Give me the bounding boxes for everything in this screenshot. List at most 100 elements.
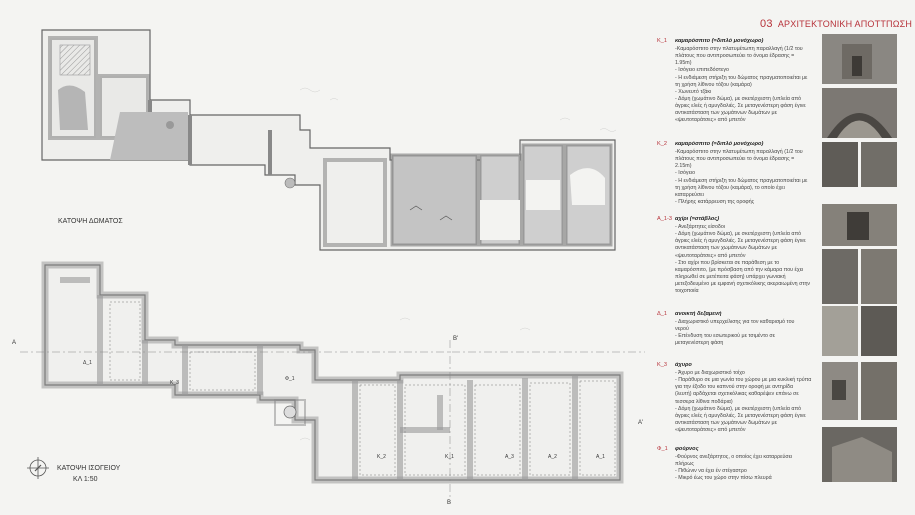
site-photo [822, 88, 897, 138]
description-line: - Δόμη (χωμάτινο δώμα), με σκετέρχεστη (… [675, 95, 802, 102]
site-photo [822, 362, 858, 420]
description-line: - Ισόγειο επιπεδόστεγο [675, 67, 729, 74]
description-line: αντικατάσταση των χωμάτινων δωμάτων με [675, 419, 777, 426]
description-line: - Άχυρο με διαχωριστικό τοίχο [675, 370, 745, 376]
section-title: ΑΡΧΙΤΕΚΤΟΝΙΚΗ ΑΠΟΤΤΠΩΣΗ [777, 19, 913, 29]
site-photo [822, 306, 858, 356]
description-line: πλήρως [675, 461, 694, 468]
description-line: - Ισόγειο [675, 170, 696, 177]
section-lines [20, 340, 645, 500]
description-line: - Δόμη (χωμάτινο δώμα), με σκετέρχεστη (… [675, 405, 802, 412]
description-line: άγριες ελιές ή αμυγδαλιές. Σε μεταγενέστ… [675, 412, 806, 419]
room-label: Α_1 [596, 454, 605, 460]
roof-plan-label: ΚΑΤΟΨΗ ΔΩΜΑΤΟΣ [58, 218, 123, 225]
section-marker-b: Β [447, 500, 452, 506]
section-number: 03 [760, 18, 773, 30]
description-lines: - Διαχωριστικό υπερχείλισης για τον καθα… [675, 319, 825, 348]
space-code: Κ_3 [657, 362, 667, 368]
description-lines: -Φούρνος ανεξάρτητος, ο οποίος έχει κατα… [675, 454, 825, 483]
description-line: άγριες ελιές ή αμυγδαλιές. Σε μεταγενέστ… [675, 103, 806, 110]
description-line: - Χωνευτό τζάκι [675, 88, 712, 95]
description-line: αντικατάσταση των χωμάτινων δωμάτων με [675, 110, 777, 117]
description-line: -Καμαρόσπιτο στην πλατυμέτωπη παραλλαγή … [675, 149, 803, 155]
site-photo [861, 306, 897, 356]
description-line: - Διαχωριστικό υπερχείλισης για τον καθα… [675, 319, 795, 325]
space-title: άχυρο [675, 362, 692, 368]
description-line: - Πιθώνιν να έχει έν στέγαστρο [675, 468, 747, 475]
description-line: πληρωθεί σε μετέπειτα φάση) υπάρχει γωνι… [675, 273, 786, 280]
description-line: τοιχοποιία [675, 288, 699, 295]
room-label: Κ_3 [170, 380, 179, 386]
space-title: καμαρόσπιτο (=διπλό μονόχωρο) [675, 38, 764, 44]
scale-label: ΚΛ 1:50 [73, 476, 98, 483]
space-code: Κ_2 [657, 141, 667, 147]
description-line: τεσσερα λίθινα ποδάρια) [675, 398, 733, 405]
description-line: - Πλήρης κατάρρευση της οροφής [675, 198, 755, 205]
room-label: Κ_2 [377, 454, 386, 460]
roof-plan [41, 29, 616, 251]
description-line: μεταγενέστερη φάση [675, 340, 724, 347]
description-line: -Φούρνος ανεξάρτητος, ο οποίος έχει κατα… [675, 454, 793, 460]
space-code: Α_1-3 [657, 216, 672, 222]
space-title: ανοικτή δεξαμενή [675, 311, 722, 317]
description-line: - Μικρό έως του χώρο στην πίσω πλευρά [675, 475, 772, 482]
description-line: «ψευτοταράτσες» από μπετόν [675, 427, 746, 434]
room-label: Α_3 [505, 454, 514, 460]
description-lines: - Ανεξάρτητες είσοδοι - Δόμη (χωμάτινο δ… [675, 224, 825, 295]
space-title: φούρνος [675, 446, 699, 452]
ground-plan [41, 261, 624, 484]
space-code: Δ_1 [657, 311, 667, 317]
description-lines: -Καμαρόσπιτο στην πλατυμέτωπη παραλλαγή … [675, 149, 825, 206]
description-line: τη χρήση λίθινου τόξου (καμάρα), το οποί… [675, 184, 785, 191]
description-line: μετεξοδευμένο με εμφανή σχετικόλικης ακε… [675, 281, 811, 288]
room-label: Δ_1 [83, 360, 92, 366]
ground-plan-label: ΚΑΤΟΨΗ ΙΣΟΓΕΙΟΥ [57, 465, 121, 472]
description-line: αντικατάσταση των χωμάτινων δωμάτων με [675, 245, 777, 252]
description-line: 1.95m) [675, 60, 692, 67]
space-title: αχίρι (=στάβλος) [675, 216, 720, 222]
site-photo [822, 249, 858, 304]
description-line: για την έξοδο του καπνού στην οροφή με α… [675, 384, 794, 391]
photo-strip [822, 34, 897, 494]
description-line: «ψευτοταράτσες» από μπετόν [675, 117, 746, 124]
description-line: - Δόμη (χωμάτινο δώμα), με σκετέρχεστη (… [675, 231, 802, 238]
description-lines: - Άχυρο με διαχωριστικό τοίχο - Παράθυρο… [675, 370, 825, 434]
site-photo [861, 362, 897, 420]
room-label: Κ_1 [445, 454, 454, 460]
description-line: «ψευτοταράτσες» από μπετόν [675, 252, 746, 259]
description-line: - Παράθυρο σε μια γωνία του χώρου με μια… [675, 377, 812, 384]
description-line: - Στο αχίρι που βρίσκεται σε παράθεση με… [675, 259, 780, 266]
space-title: καμαρόσπιτο (=διπλό μονόχωρο) [675, 141, 764, 147]
description-line: νερού [675, 326, 689, 333]
description-lines: -Καμαρόσπιτο στην πλατυμέτωπη παραλλαγή … [675, 46, 825, 125]
architectural-plans [20, 29, 645, 500]
site-photo [861, 142, 897, 187]
description-line: καμαρόσπιτο, (με πρόσβαση από την κάμαρα… [675, 266, 804, 273]
description-line: πλάτους που αντιπροσωπεύει το όνομα έδρα… [675, 53, 795, 60]
site-photo [861, 249, 897, 304]
description-line: τη χρήση λίθινου τόξου (καμάρα) [675, 81, 752, 88]
section-header: 03 ΑΡΧΙΤΕΚΤΟΝΙΚΗ ΑΠΟΤΤΠΩΣΗ [760, 18, 912, 30]
site-photo [822, 427, 897, 482]
description-line: καταρρεύσει [675, 191, 704, 198]
description-line: - Η ενδιάμεση στήριξη του δώματος πραγμα… [675, 177, 808, 184]
section-marker-a: Α [12, 340, 17, 346]
description-line: 2.15m) [675, 163, 692, 170]
description-line: -Καμαρόσπιτο στην πλατυμέτωπη παραλλαγή … [675, 46, 803, 52]
room-label: Α_2 [548, 454, 557, 460]
description-line: - Η ενδιάμεση στήριξη του δώματος πραγμα… [675, 74, 808, 81]
section-marker-b2: Β' [453, 336, 459, 342]
space-code: Φ_1 [657, 446, 668, 452]
description-line: (λευτή) αρδάχεται σχετικόλικας καθαρέψεν… [675, 391, 799, 398]
space-code: Κ_1 [657, 38, 667, 44]
description-line: - Ανεξάρτητες είσοδοι [675, 224, 725, 230]
site-photo [822, 142, 858, 187]
site-photo [822, 204, 897, 246]
site-photo [822, 34, 897, 84]
section-marker-a2: Α' [638, 420, 644, 426]
room-label: Φ_1 [285, 376, 295, 382]
description-line: άγριες ελιές ή αμυγδαλιές. Σε μεταγενέστ… [675, 238, 806, 245]
description-line: - Επένδυση του εσωτερικού με τσιμέντο σε [675, 333, 776, 340]
description-line: πλάτους που αντιπροσωπεύει το όνομα έδρα… [675, 156, 795, 163]
north-arrow-icon [27, 457, 49, 479]
